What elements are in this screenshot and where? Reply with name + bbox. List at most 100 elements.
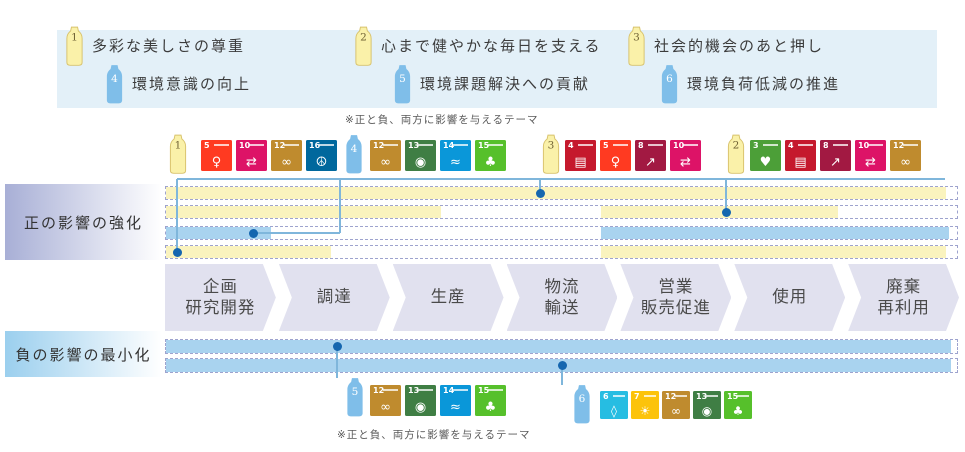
sdg-tile-4: 4▤: [565, 140, 596, 171]
sdg-tile-16: 16☮: [306, 140, 337, 171]
negative-impact-track-1: [165, 339, 958, 354]
connector-dot: [557, 360, 567, 370]
connector-line: [725, 179, 727, 212]
sdg-tile-12: 12 ∞: [662, 391, 690, 419]
sdg-glyph-icon: ⇄: [680, 154, 691, 170]
legend-item-label: 環境負荷低減の推進: [687, 75, 841, 93]
sdg-glyph-icon: ≈: [450, 154, 461, 170]
sdg-caption: [418, 389, 433, 391]
sdg-caption: [453, 144, 468, 146]
sdg-glyph-icon: ⇄: [246, 154, 257, 170]
sdg-tile-5: 5♀: [201, 140, 232, 171]
sdg-glyph-icon: ▤: [574, 154, 587, 170]
sdg-glyph-icon: ◉: [414, 154, 427, 170]
connector-line: [539, 179, 541, 193]
sdg-number: 10: [239, 141, 251, 150]
legend-item-label: 社会的機会のあと押し: [654, 37, 825, 55]
bottle-icon-2: 2: [726, 133, 746, 179]
svg-text:4: 4: [351, 143, 358, 155]
sdg-glyph-icon: ∞: [900, 154, 911, 170]
connector-dot: [172, 247, 182, 257]
sdg-glyph-icon: ♣: [732, 404, 744, 418]
connector-line: [253, 232, 340, 234]
sdg-number: 14: [443, 386, 455, 395]
sdg-tile-15: 15♣: [475, 385, 506, 416]
sdg-caption: [675, 395, 687, 397]
sdg-number: 15: [478, 386, 490, 395]
legend-item-label: 多彩な美しさの尊重: [92, 37, 246, 55]
impact-bar-segment: [601, 246, 946, 258]
stage-label: 使用: [772, 287, 808, 307]
negative-impact-label: 負の影響の最小化: [5, 331, 162, 377]
sdg-caption: [284, 144, 299, 146]
sdg-tile-12: 12∞: [890, 140, 921, 171]
note-top: ※正と負、両方に影響を与えるテーマ: [345, 114, 539, 126]
sdg-tile-4: 4▤: [785, 140, 816, 171]
svg-text:5: 5: [352, 386, 359, 398]
sdg-caption: [683, 144, 698, 146]
stage-procurement: 調達: [279, 264, 390, 331]
sdg-number: 12: [274, 141, 286, 150]
sdg-tile-15: 15♣: [475, 140, 506, 171]
stage-production: 生産: [393, 264, 504, 331]
stage-sales-promotion: 営業販売促進: [620, 264, 731, 331]
sdg-caption: [613, 395, 625, 397]
sdg-tile-6: 6◊: [600, 391, 628, 419]
bottle-icon-legend-3: 3: [626, 26, 647, 70]
sdg-caption: [383, 144, 398, 146]
stage-label: 営業: [658, 277, 694, 297]
sdg-tile-15: 15♣: [724, 391, 752, 419]
svg-text:1: 1: [71, 31, 78, 43]
connector-line: [336, 346, 338, 378]
sdg-glyph-icon: ☀: [639, 404, 651, 418]
sdg-number: 7: [634, 392, 640, 401]
impact-bar-segment: [601, 227, 949, 239]
stage-use: 使用: [734, 264, 845, 331]
svg-text:6: 6: [579, 393, 586, 405]
svg-text:1: 1: [175, 139, 182, 151]
sdg-glyph-icon: ⇄: [865, 154, 876, 170]
sdg-number: 8: [638, 141, 644, 150]
sdg-tile-14: 14 ≈: [440, 140, 471, 171]
sdg-caption: [903, 144, 918, 146]
stage-logistics: 物流輸送: [507, 264, 618, 331]
legend-item-3: 3 社会的機会のあと押し: [626, 26, 822, 66]
sdg-tile-10: 10 ⇄: [670, 140, 701, 171]
svg-text:3: 3: [633, 31, 640, 43]
sdg-number: 12: [373, 141, 385, 150]
sdg-number: 4: [788, 141, 794, 150]
stage-label: 輸送: [544, 297, 580, 317]
legend-item-label: 心まで健やかな毎日を支える: [381, 37, 602, 55]
legend-item-1: 1 多彩な美しさの尊重: [64, 26, 243, 66]
sdg-glyph-icon: ▤: [794, 154, 807, 170]
impact-bar-segment: [166, 187, 946, 199]
stage-label: 廃棄: [886, 277, 922, 297]
sdg-glyph-icon: ♥: [759, 154, 772, 170]
sdg-glyph-icon: ∞: [281, 154, 292, 170]
sdg-tile-7: 7☀: [631, 391, 659, 419]
sdg-tile-8: 8↗: [820, 140, 851, 171]
sdg-tile-8: 8↗: [635, 140, 666, 171]
value-chain: 企画研究開発調達生産物流輸送営業販売促進使用廃棄再利用: [165, 264, 959, 331]
legend-item-label: 環境意識の向上: [132, 75, 252, 93]
sdg-number: 12: [665, 392, 677, 401]
sdg-number: 14: [443, 141, 455, 150]
sdg-glyph-icon: ∞: [380, 154, 391, 170]
positive-impact-track-3: [165, 226, 958, 240]
sdg-number: 10: [673, 141, 685, 150]
impact-bar-segment: [166, 227, 271, 239]
sdg-number: 12: [373, 386, 385, 395]
svg-text:3: 3: [548, 139, 555, 151]
sdg-number: 13: [408, 386, 420, 395]
sdg-tile-13: 13◉: [693, 391, 721, 419]
sdg-glyph-icon: ∞: [671, 404, 681, 418]
stage-label: 生産: [430, 287, 466, 307]
svg-text:5: 5: [399, 73, 406, 85]
bottle-icon-legend-4: 4: [104, 65, 125, 108]
impact-bar-segment: [166, 340, 951, 353]
stage-label: 再利用: [877, 297, 930, 317]
sdg-tile-12: 12 ∞: [370, 140, 401, 171]
